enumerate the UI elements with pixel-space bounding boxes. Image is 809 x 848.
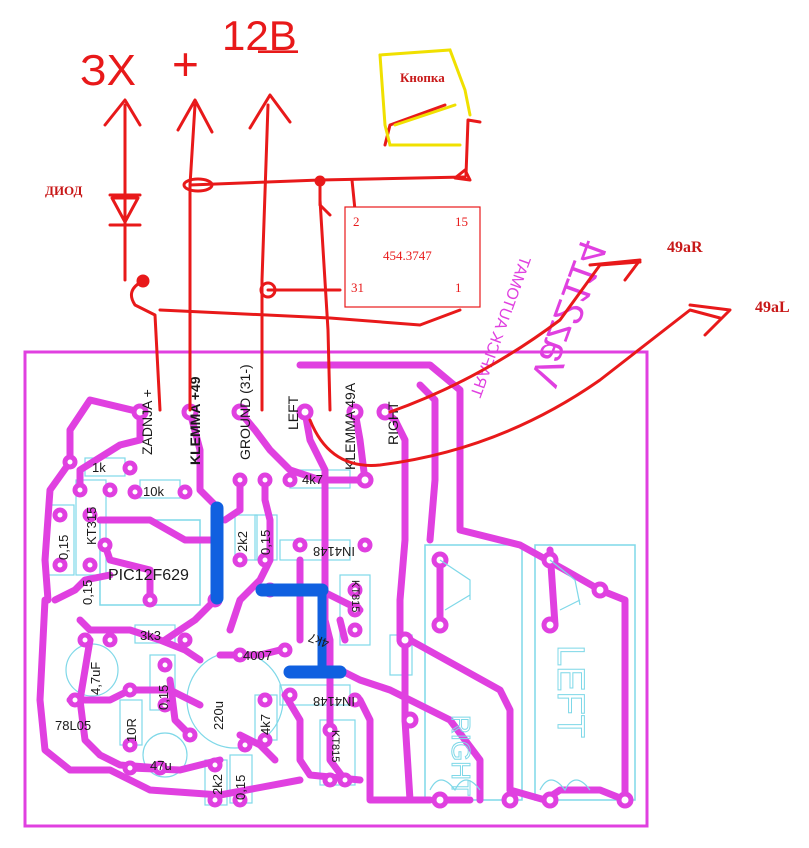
label-c-47uf: 4,7uF: [88, 662, 103, 695]
label-c-015-e: 0,15: [233, 775, 248, 800]
terminal-left: LEFT: [285, 395, 301, 430]
terminal-klemma-49a: KLEMMA 49A: [342, 382, 358, 470]
relay-footprint-left: [534, 544, 636, 801]
label-r-4k7-c: 4k7: [258, 714, 273, 735]
label-c-015-d: 0,15: [156, 685, 171, 710]
label-r-4k7-b: 4k7: [306, 630, 331, 651]
label-r-3k3: 3k3: [140, 628, 161, 643]
label-button: Кнопка: [400, 70, 445, 85]
label-49ar: 49aR: [667, 239, 703, 256]
label-c-015-b: 0,15: [80, 580, 95, 605]
label-d-4007: 4007: [243, 648, 272, 663]
pcb-jumpers: [210, 501, 347, 679]
label-r-10r: 10R: [124, 718, 139, 742]
relay-pin-2: 2: [353, 214, 360, 229]
label-r-4k7-a: 4k7: [302, 472, 323, 487]
relay-label-right: RIGHT: [446, 715, 476, 796]
pcb-pads: [52, 403, 634, 809]
red-wiring: [103, 93, 732, 467]
label-in4148-b: IN4148: [313, 694, 355, 709]
relay-pin-1: 1: [455, 280, 462, 295]
board-title: Vaz2114: [522, 234, 615, 392]
label-kt315: KT315: [84, 507, 99, 545]
label-plus: +: [172, 38, 199, 90]
label-r-1k: 1k: [92, 460, 106, 475]
label-c-015-c: 0,15: [258, 530, 273, 555]
relay-pin-31: 31: [351, 280, 364, 295]
label-pic: PIC12F629: [108, 567, 189, 584]
label-r-2k2-b: 2k2: [210, 774, 225, 795]
label-kt815-b: KT815: [329, 730, 341, 762]
label-in4148-a: IN4148: [313, 544, 355, 559]
label-r-10k: 10k: [143, 484, 164, 499]
relay-pin-15: 15: [455, 214, 468, 229]
label-49al: 49aL: [755, 299, 790, 316]
label-r-2k2-a: 2k2: [235, 531, 250, 552]
label-12v: 12В: [222, 12, 297, 59]
label-c-47u: 47u: [150, 758, 172, 773]
label-zx: ЗХ: [80, 46, 136, 95]
relay-label-left: LEFT: [549, 645, 591, 738]
label-c-220u: 220u: [211, 701, 226, 730]
relay-part-number: 454.3747: [383, 248, 432, 263]
relay-box: 2 15 454.3747 31 1: [344, 206, 481, 308]
label-c-015-a: 0,15: [56, 535, 71, 560]
terminal-zadnja: ZADNJA +: [139, 389, 155, 455]
terminal-ground: GROUND (31-): [237, 364, 253, 460]
label-78l05: 78L05: [55, 718, 91, 733]
label-kt815-a: KT815: [349, 580, 361, 612]
label-diode: ДИОД: [45, 183, 83, 198]
label-minus: —: [258, 27, 298, 71]
button-wire: [378, 53, 462, 147]
pcb-component-labels: 1k 10k KT315 0,15 0,15 PIC12F629 2k2 0,1…: [55, 460, 361, 800]
